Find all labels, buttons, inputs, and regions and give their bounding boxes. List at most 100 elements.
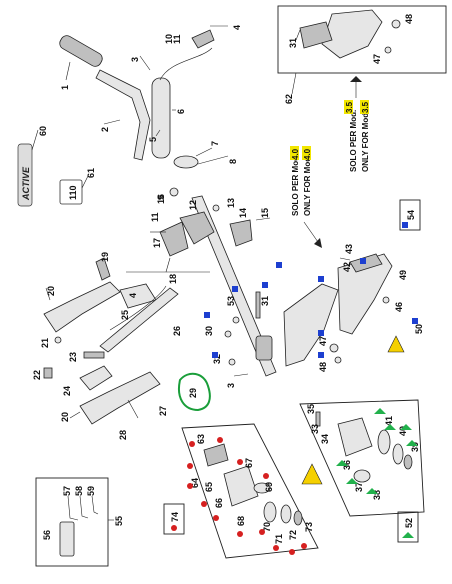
label-3-top: 3: [130, 57, 140, 62]
part-20-throttle-housing-bottom: [79, 371, 161, 425]
part-25-cable: [109, 285, 167, 331]
label-13: 13: [226, 198, 236, 208]
part-13-nut: [212, 204, 220, 212]
label-36: 36: [342, 460, 352, 470]
note-solo-40-text: SOLO PER Mod.: [291, 154, 300, 216]
label-41: 41: [384, 416, 394, 426]
label-65: 65: [204, 482, 214, 492]
label-71: 71: [274, 534, 284, 544]
label-10: 10: [164, 34, 174, 44]
part-56-spark-wrench: [59, 521, 75, 557]
part-35-bolt: [315, 411, 321, 427]
label-22: 22: [32, 370, 42, 380]
label-62: 62: [284, 94, 294, 104]
label-63: 63: [196, 434, 206, 444]
label-30: 30: [204, 326, 214, 336]
marker-47-blue: [318, 330, 324, 336]
label-7: 7: [210, 141, 220, 146]
label-58: 58: [74, 486, 84, 496]
marker-48-blue: [318, 352, 324, 358]
part-72-washer: [293, 510, 303, 526]
label-68: 68: [236, 516, 246, 526]
frame-blade-head: [299, 399, 425, 517]
note-solo-35-value: 3.5: [345, 101, 354, 113]
highlight-40b: [302, 146, 311, 160]
label-4: 4: [232, 25, 242, 30]
note-solo-40-value: 4.0: [291, 148, 300, 160]
inset-screw-48: [391, 19, 401, 29]
label-26: 26: [172, 326, 182, 336]
green-markers: [336, 408, 418, 494]
part-23-spring: [83, 351, 105, 359]
part-2-handlebar: [95, 69, 151, 161]
label-74: 74: [170, 512, 180, 522]
marker-31-blue: [262, 282, 268, 288]
label-4-trigger: 4: [128, 293, 138, 298]
label-66: 66: [214, 498, 224, 508]
label-20a: 20: [46, 286, 56, 296]
part-40-disc: [392, 443, 404, 465]
frame-gear-head: [181, 423, 319, 559]
highlight-35b: [360, 100, 369, 114]
frame-tools-55: [35, 477, 109, 567]
label-14: 14: [238, 208, 248, 218]
part-4-cable: [159, 47, 213, 81]
label-64: 64: [190, 478, 200, 488]
arrow-icon-40: [314, 238, 322, 248]
part-8-clamp: [173, 155, 199, 169]
label-31: 31: [260, 296, 270, 306]
label-48-inset: 48: [404, 14, 414, 24]
label-72: 72: [288, 530, 298, 540]
db-value-text: 110: [68, 185, 78, 200]
label-48: 48: [318, 362, 328, 372]
part-32-screw: [228, 358, 236, 366]
note-only-3-5: SOLO PER Mod. 3.5 ONLY FOR Mod. 3.5: [344, 100, 370, 172]
part-69-gear: [253, 482, 271, 494]
highlight-35a: [344, 100, 353, 114]
label-35: 35: [306, 404, 316, 414]
part-shaft-collar: [255, 335, 273, 361]
marker-74-red: [171, 525, 177, 531]
label-20b: 20: [60, 412, 70, 422]
part-19-screw: [95, 257, 111, 281]
note-only-40-text: ONLY FOR Mod.: [303, 155, 312, 216]
note-solo-35-text: SOLO PER Mod.: [349, 110, 358, 172]
label-29: 29: [188, 388, 198, 398]
part-24-lever: [79, 365, 113, 391]
part-14-clamp-half: [229, 219, 253, 247]
label-47-inset: 47: [372, 54, 382, 64]
label-16: 16: [156, 194, 166, 204]
label-60: 60: [38, 126, 48, 136]
label-55: 55: [114, 516, 124, 526]
label-2: 2: [100, 127, 110, 132]
part-10-connector: [191, 29, 215, 49]
marker-54-blue: [402, 222, 408, 228]
label-1: 1: [60, 85, 70, 90]
label-19: 19: [100, 252, 110, 262]
label-70: 70: [262, 522, 272, 532]
inset-washer-47: [384, 46, 392, 54]
label-47: 47: [318, 336, 328, 346]
highlight-40a: [290, 146, 299, 160]
label-40: 40: [398, 426, 408, 436]
arrow-icon: [350, 76, 362, 82]
part-60-active-logo: [17, 143, 33, 207]
marker-52-green: [402, 532, 414, 538]
label-67: 67: [244, 458, 254, 468]
inset-guard-part: [321, 9, 383, 59]
label-50: 50: [414, 324, 424, 334]
part-68-gear-housing: [223, 465, 259, 507]
label-21: 21: [40, 338, 50, 348]
label-17: 17: [152, 238, 162, 248]
label-38: 38: [372, 490, 382, 500]
note-only-40-value: 4.0: [303, 148, 312, 160]
label-32: 32: [212, 354, 222, 364]
label-54: 54: [406, 210, 416, 220]
part-65-shaft: [203, 443, 229, 467]
label-46: 46: [394, 302, 404, 312]
label-57: 57: [62, 486, 72, 496]
label-59: 59: [86, 486, 96, 496]
label-61: 61: [86, 168, 96, 178]
label-18: 18: [168, 274, 178, 284]
marker-30-blue: [204, 312, 210, 318]
